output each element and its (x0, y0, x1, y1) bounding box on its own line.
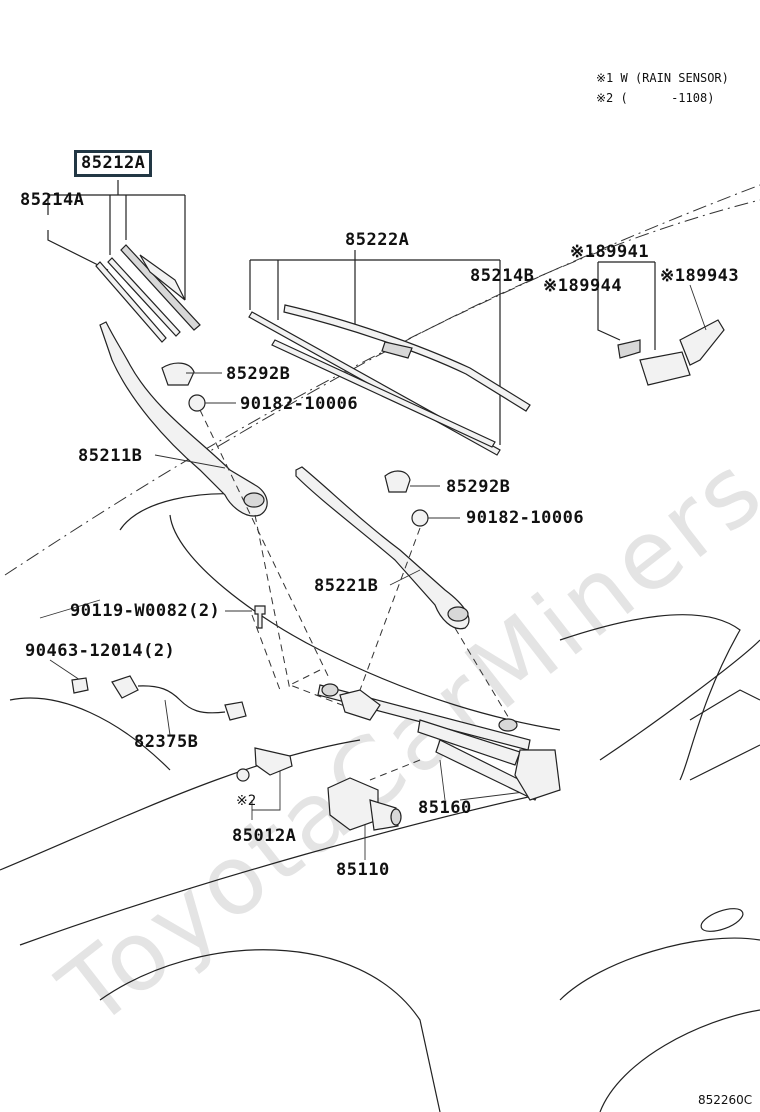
part-label-90182-upper[interactable]: 90182-10006 (240, 394, 359, 414)
part-label-85214B[interactable]: 85214B (470, 266, 535, 286)
part-label-85214A[interactable]: 85214A (20, 190, 85, 210)
part-label-85110[interactable]: 85110 (336, 860, 390, 880)
part-label-89944[interactable]: ※189944 (543, 276, 623, 296)
part-label-89941[interactable]: ※189941 (570, 242, 650, 262)
part-label-90463[interactable]: 90463-12014(2) (25, 641, 176, 661)
part-label-85292B-upper[interactable]: 85292B (226, 364, 291, 384)
note-date-range: ※2 ( -1108) (596, 91, 715, 105)
part-label-85211B[interactable]: 85211B (78, 446, 143, 466)
part-label-89943[interactable]: ※189943 (660, 266, 740, 286)
part-label-85292B-lower[interactable]: 85292B (446, 477, 511, 497)
hood-edge-line (4, 184, 760, 576)
part-label-82375B[interactable]: 82375B (134, 732, 199, 752)
diagram-code: 852260C (698, 1093, 753, 1107)
part-label-85160[interactable]: 85160 (418, 798, 472, 818)
part-label-85221B[interactable]: 85221B (314, 576, 379, 596)
part-label-90119[interactable]: 90119-W0082(2) (70, 601, 221, 621)
part-label-85012A[interactable]: 85012A (232, 826, 297, 846)
part-label-85222A[interactable]: 85222A (345, 230, 410, 250)
note-rain-sensor: ※1 W (RAIN SENSOR) (596, 71, 729, 85)
note2-reference: ※2 (236, 793, 257, 809)
part-label-90182-lower[interactable]: 90182-10006 (466, 508, 585, 528)
part-label-85212A[interactable]: 85212A (74, 150, 153, 177)
cowl-outline (169, 514, 561, 731)
